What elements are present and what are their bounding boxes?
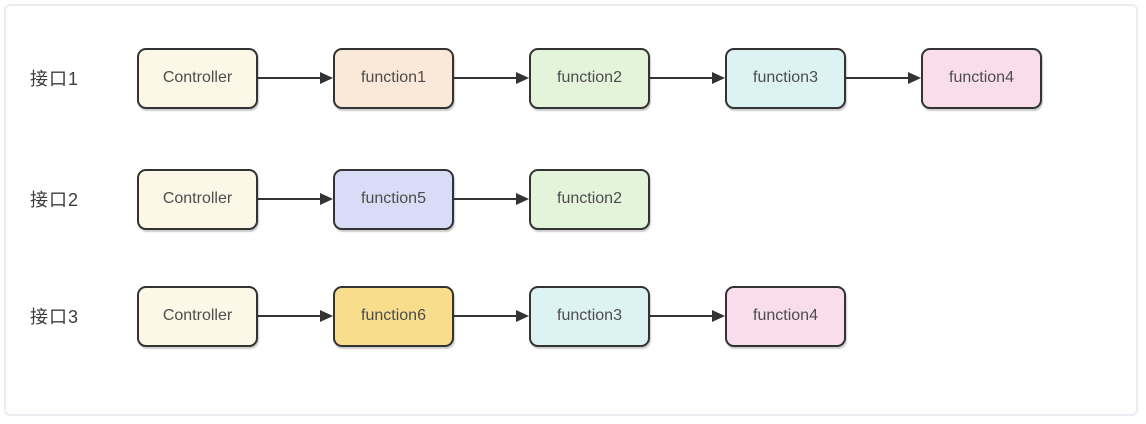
flow-node-function3: function3	[725, 47, 846, 109]
flow-node-function4: function4	[921, 47, 1042, 109]
arrowhead-icon	[712, 72, 725, 84]
flow-node-function3: function3	[529, 285, 650, 347]
arrow-line	[650, 315, 713, 317]
arrow-line	[454, 77, 517, 79]
arrow-line	[258, 315, 321, 317]
flow-row-interface-1: 接口1 Controller function1 function2 funct…	[6, 47, 1136, 109]
arrowhead-icon	[516, 193, 529, 205]
flow-node-controller: Controller	[137, 168, 258, 230]
flow-node-function2: function2	[529, 168, 650, 230]
flow-node-function6: function6	[333, 285, 454, 347]
flow-arrow	[650, 48, 725, 109]
flow-arrow	[454, 169, 529, 230]
flow-arrow	[258, 286, 333, 347]
flow-node-function1: function1	[333, 47, 454, 109]
diagram-frame: 接口1 Controller function1 function2 funct…	[4, 4, 1138, 416]
arrow-line	[846, 77, 909, 79]
flow-arrow	[650, 286, 725, 347]
flow-node-function4: function4	[725, 285, 846, 347]
arrowhead-icon	[320, 72, 333, 84]
arrowhead-icon	[320, 193, 333, 205]
arrowhead-icon	[516, 72, 529, 84]
flow-row-interface-2: 接口2 Controller function5 function2	[6, 168, 1136, 230]
flow-node-controller: Controller	[137, 285, 258, 347]
row-label: 接口3	[30, 307, 80, 327]
arrowhead-icon	[712, 310, 725, 322]
flow-arrow	[258, 48, 333, 109]
arrow-line	[258, 198, 321, 200]
row-label: 接口1	[30, 69, 80, 89]
flow-arrow	[454, 48, 529, 109]
flow-row-interface-3: 接口3 Controller function6 function3 funct…	[6, 285, 1136, 347]
arrowhead-icon	[908, 72, 921, 84]
flow-node-function2: function2	[529, 47, 650, 109]
row-label: 接口2	[30, 190, 80, 210]
arrow-line	[454, 198, 517, 200]
flow-node-controller: Controller	[137, 47, 258, 109]
arrow-line	[454, 315, 517, 317]
flow-node-function5: function5	[333, 168, 454, 230]
arrow-line	[258, 77, 321, 79]
arrow-line	[650, 77, 713, 79]
flow-arrow	[846, 48, 921, 109]
arrowhead-icon	[516, 310, 529, 322]
flow-arrow	[258, 169, 333, 230]
arrowhead-icon	[320, 310, 333, 322]
flow-arrow	[454, 286, 529, 347]
